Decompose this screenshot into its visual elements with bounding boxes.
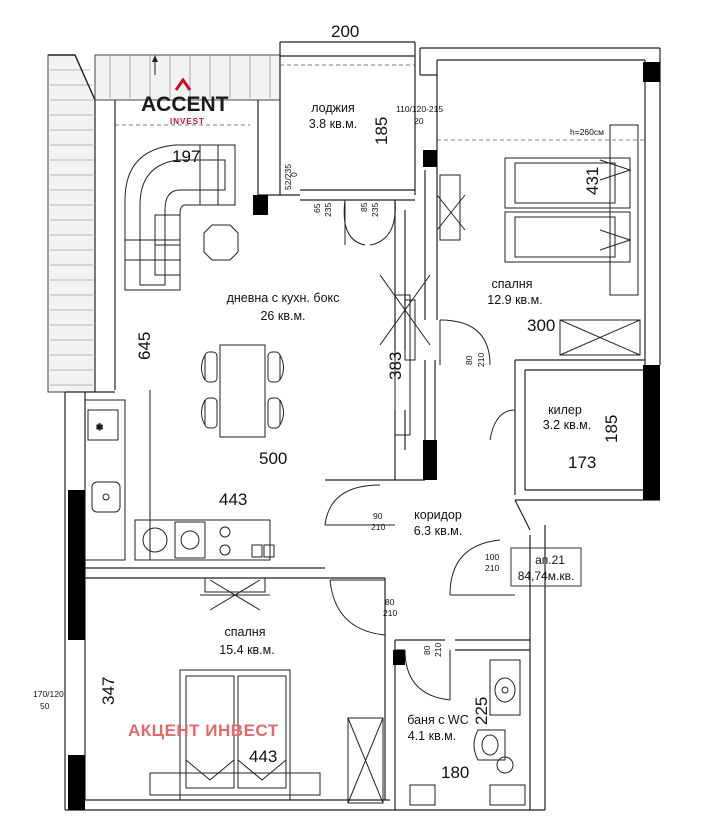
apartment-box: ап.21 84,74м.кв. xyxy=(510,547,582,587)
living-name: дневна с кухн. бокс xyxy=(227,291,340,305)
dim-431: 431 xyxy=(583,167,602,195)
dim-197: 197 xyxy=(172,147,200,166)
loggia-name: лоджия xyxy=(311,101,355,115)
logo-sub: INVEST xyxy=(170,117,205,126)
label-52: 52/235 xyxy=(283,164,293,190)
svg-text:✱: ✱ xyxy=(96,422,103,432)
dim-top: 200 xyxy=(331,22,359,41)
label-door-80-c: 80 xyxy=(385,597,395,607)
bed-bedroom2 xyxy=(149,669,321,801)
label-door-210-wc: 210 xyxy=(433,643,443,657)
label-window-left-b: 50 xyxy=(40,701,50,711)
dining-table xyxy=(201,344,284,438)
apartment-area: 84,74м.кв. xyxy=(518,569,575,583)
label-door-80-bed: 80 xyxy=(464,355,474,365)
dim-443-bed: 443 xyxy=(249,747,277,766)
bedroom2-name: спалня xyxy=(225,625,266,639)
label-h260: h=260см xyxy=(570,127,604,137)
balcony-hatch xyxy=(47,54,281,393)
label-door-80-wc: 80 xyxy=(422,645,432,655)
loggia-area: 3.8 кв.м. xyxy=(309,117,358,131)
corridor-area: 6.3 кв.м. xyxy=(414,524,463,538)
dim-443-kitchen: 443 xyxy=(219,490,247,509)
dim-185-closet: 185 xyxy=(602,415,621,443)
sofa xyxy=(124,144,236,291)
label-door-235b: 235 xyxy=(370,203,380,217)
tv-bedroom1 xyxy=(436,174,466,241)
dim-225: 225 xyxy=(472,697,491,725)
dashed-lines xyxy=(115,64,645,141)
tv-bedroom2 xyxy=(200,577,270,611)
bedroom1-name: спалня xyxy=(492,277,533,291)
logo-main: ACCENT xyxy=(141,93,229,116)
watermark: АКЦЕНТ ИНВЕСТ xyxy=(128,721,279,740)
bathroom-fixtures xyxy=(409,659,526,806)
living-area: 26 кв.м. xyxy=(260,309,305,323)
label-window-top: 110/120-215 xyxy=(396,104,443,114)
dim-347: 347 xyxy=(99,677,118,705)
closet-name: килер xyxy=(548,403,582,417)
beds-bedroom1 xyxy=(504,124,639,296)
dim-645: 645 xyxy=(135,332,154,360)
apartment-number: ап.21 xyxy=(535,553,565,567)
label-door-210-c: 210 xyxy=(371,522,385,532)
label-window-top-b: 20 xyxy=(414,116,424,126)
corridor-name: коридор xyxy=(414,508,462,522)
bath-area: 4.1 кв.м. xyxy=(408,729,457,743)
label-door-235a: 235 xyxy=(323,203,333,217)
bedroom1-area: 12.9 кв.м. xyxy=(487,293,542,307)
label-door-210-bed: 210 xyxy=(476,353,486,367)
coffee-table xyxy=(203,224,239,261)
label-door-210-d: 210 xyxy=(485,563,499,573)
kitchen: ✱ xyxy=(84,399,275,561)
bath-name: баня с WC xyxy=(407,713,469,727)
north-arrow-icon xyxy=(152,55,158,75)
label-door-85: 85 xyxy=(359,202,369,212)
wall-solids xyxy=(68,62,660,810)
label-door-65: 65 xyxy=(312,203,322,213)
dim-500: 500 xyxy=(259,449,287,468)
tv-unit-living xyxy=(379,274,431,436)
dim-383: 383 xyxy=(386,352,405,380)
wardrobe-bedroom1 xyxy=(559,319,641,356)
wardrobe-bedroom2 xyxy=(347,717,384,804)
accent-logo: ACCENT INVEST xyxy=(141,77,229,126)
dim-185-loggia: 185 xyxy=(372,117,391,145)
dim-180: 180 xyxy=(441,763,469,782)
closet-area: 3.2 кв.м. xyxy=(543,418,592,432)
bedroom2-area: 15.4 кв.м. xyxy=(219,643,274,657)
dim-300: 300 xyxy=(527,316,555,335)
doors xyxy=(324,199,516,701)
label-door-210-e: 210 xyxy=(383,608,397,618)
label-door-90: 90 xyxy=(373,511,383,521)
label-window-left: 170/120 xyxy=(33,689,64,699)
label-door-100: 100 xyxy=(485,552,499,562)
label-0: 0 xyxy=(289,172,299,177)
dim-173: 173 xyxy=(568,453,596,472)
